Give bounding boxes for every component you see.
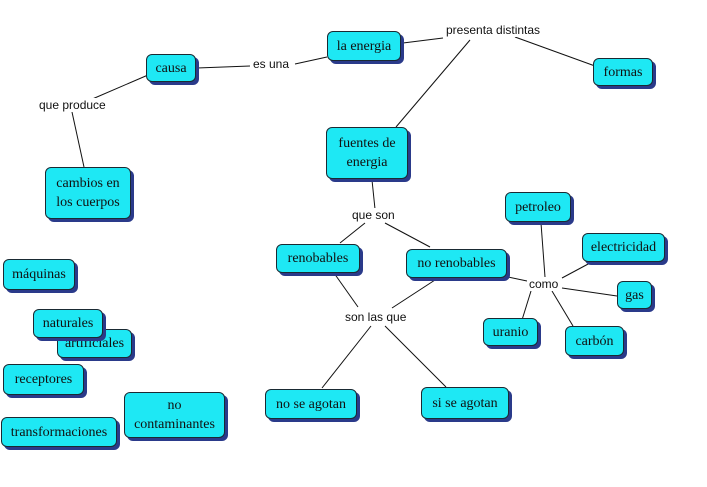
concept-transformaciones[interactable]: transformaciones <box>1 417 117 447</box>
concept-uranio[interactable]: uranio <box>483 318 538 346</box>
link-label-es-una: es una <box>251 57 292 71</box>
link-label-presenta-distintas: presenta distintas <box>444 23 543 37</box>
concept-fuentes-de-energia[interactable]: fuentes de energia <box>326 127 408 179</box>
concept-la-energia[interactable]: la energia <box>327 31 401 61</box>
link-label-que-son: que son <box>350 208 397 222</box>
concept-cambios-en-los-cuerpos[interactable]: cambios en los cuerpos <box>45 167 131 219</box>
concept-no-renobables[interactable]: no renobables <box>406 249 507 278</box>
concept-formas[interactable]: formas <box>593 58 653 86</box>
concept-no-se-agotan[interactable]: no se agotan <box>265 389 357 419</box>
concept-si-se-agotan[interactable]: si se agotan <box>421 387 509 419</box>
link-label-que-produce: que produce <box>37 98 108 112</box>
concept-no-contaminantes[interactable]: no contaminantes <box>124 392 225 438</box>
concept-petroleo[interactable]: petroleo <box>505 192 571 222</box>
concept-maquinas[interactable]: máquinas <box>3 259 75 290</box>
concept-renobables[interactable]: renobables <box>276 244 360 273</box>
concept-carbon[interactable]: carbón <box>565 326 624 356</box>
concept-gas[interactable]: gas <box>617 281 652 309</box>
concept-receptores[interactable]: receptores <box>3 364 84 395</box>
concept-causa[interactable]: causa <box>146 54 196 82</box>
concept-electricidad[interactable]: electricidad <box>582 233 665 262</box>
concept-naturales[interactable]: naturales <box>33 309 103 338</box>
link-label-como: como <box>527 277 561 291</box>
link-label-son-las-que: son las que <box>343 310 409 324</box>
